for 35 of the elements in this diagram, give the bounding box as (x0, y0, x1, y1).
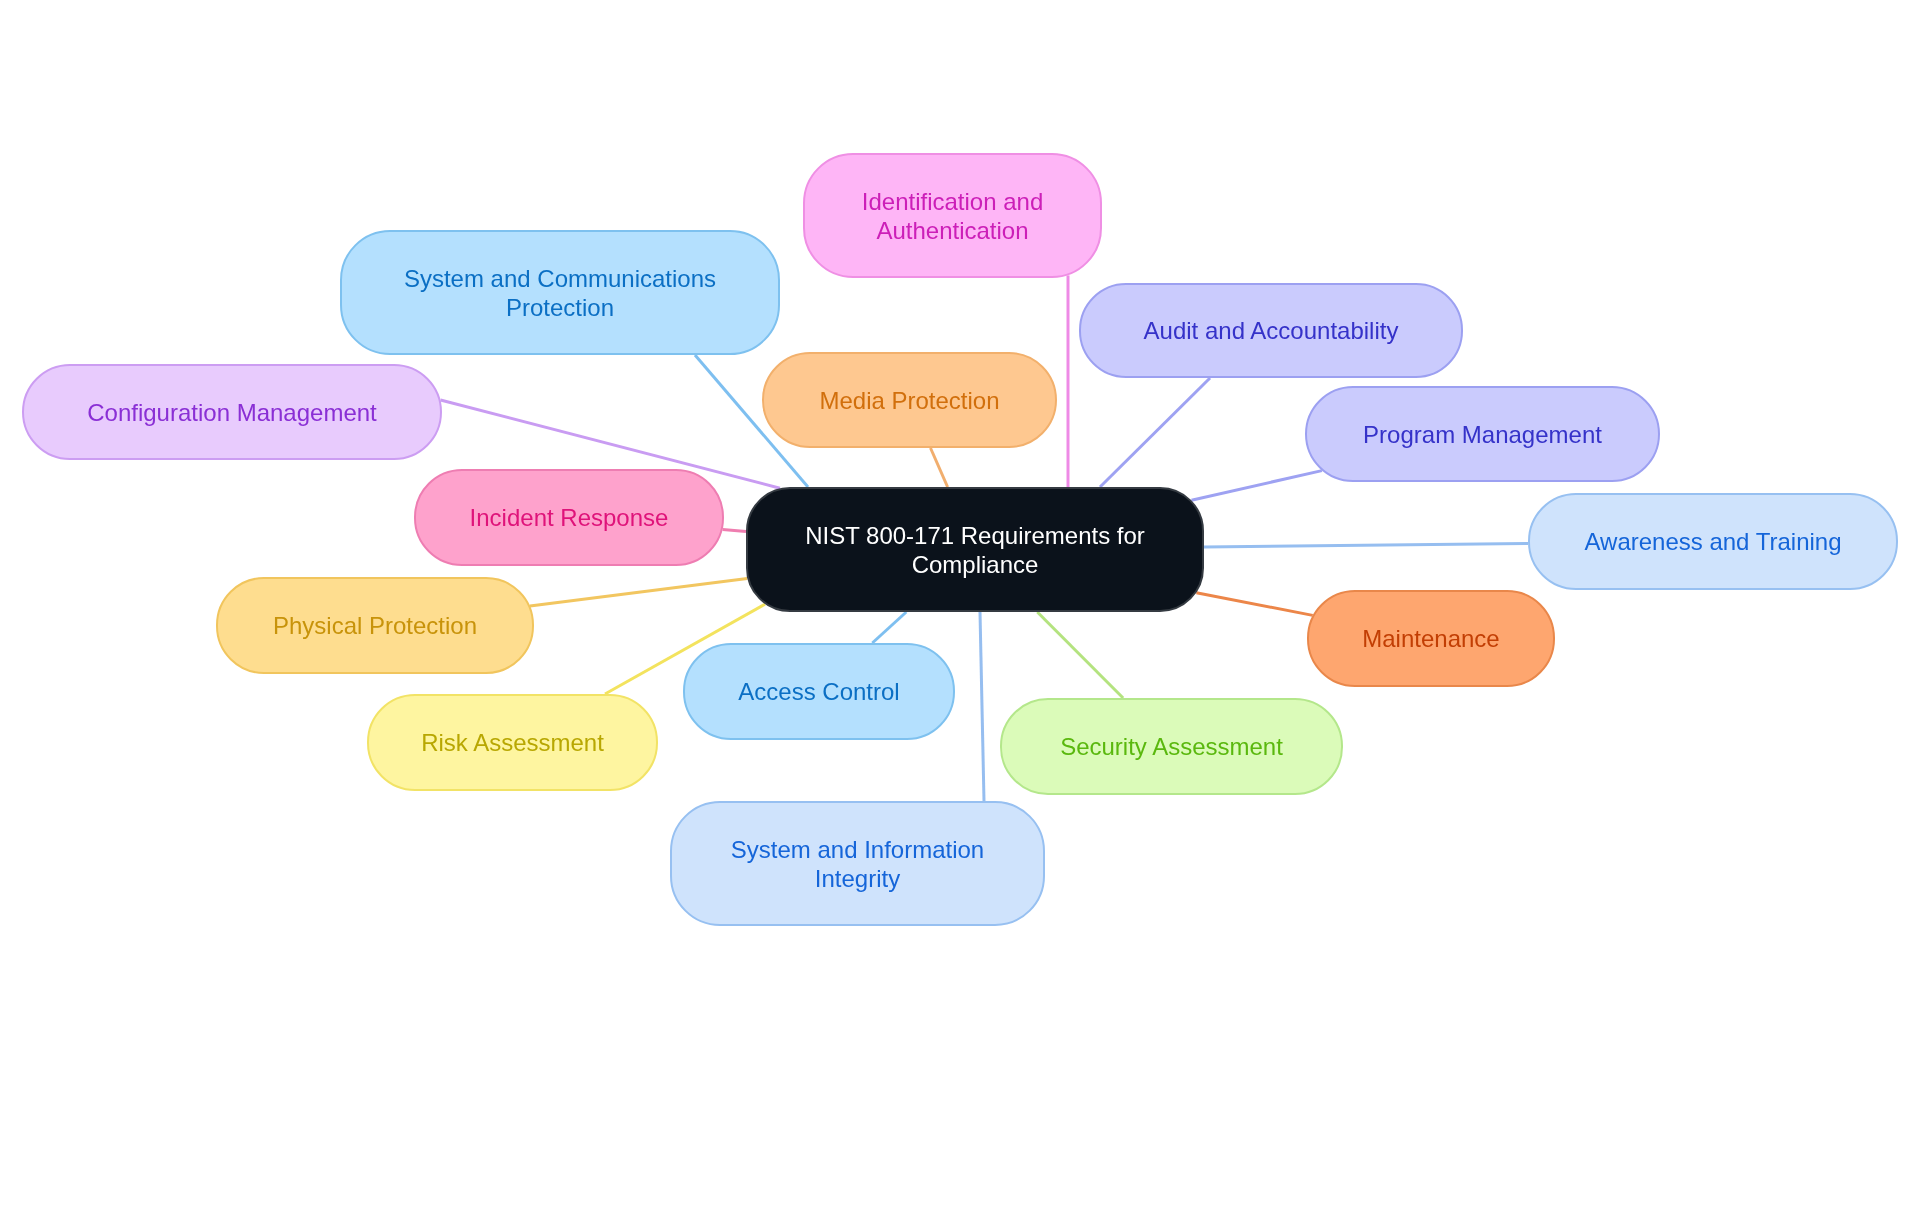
connector-line (722, 528, 747, 533)
connector-line (929, 447, 949, 488)
node-label: Awareness and Training (1584, 527, 1842, 556)
topic-node (683, 643, 955, 740)
connector-line (604, 602, 766, 696)
connector-line (529, 576, 748, 608)
node-label: Incident Response (469, 503, 669, 532)
topic-node (340, 230, 780, 355)
node-label: Program Management (1363, 419, 1602, 449)
connector-line (1066, 275, 1070, 487)
node-label: Audit and Accountability (1143, 316, 1399, 345)
connector-line (1036, 610, 1125, 700)
node-label: Identification and Authentication (860, 186, 1045, 245)
topic-node (803, 153, 1102, 278)
node-label: Risk Assessment (421, 728, 604, 757)
central-topic-node (746, 487, 1204, 612)
node-label: Maintenance (1362, 624, 1500, 653)
connector-line (871, 610, 908, 645)
node-label: Physical Protection (272, 611, 478, 640)
topic-node (762, 352, 1057, 448)
connector-line (693, 354, 810, 488)
node-label: Configuration Management (87, 397, 377, 427)
node-label: Access Control (738, 677, 900, 706)
connector-line (978, 611, 986, 802)
node-label: NIST 800-171 Requirements for Compliance (804, 520, 1146, 579)
node-label: Media Protection (819, 385, 1000, 415)
topic-node (670, 801, 1045, 926)
connector-line (1204, 542, 1528, 549)
connector-line (1098, 376, 1212, 489)
node-label: System and Information Integrity (729, 834, 986, 893)
node-label: System and Communications Protection (402, 263, 718, 322)
connector-line (1196, 591, 1313, 617)
node-label: Security Assessment (1060, 732, 1283, 761)
connector-line (440, 398, 781, 490)
connector-line (1191, 469, 1323, 502)
